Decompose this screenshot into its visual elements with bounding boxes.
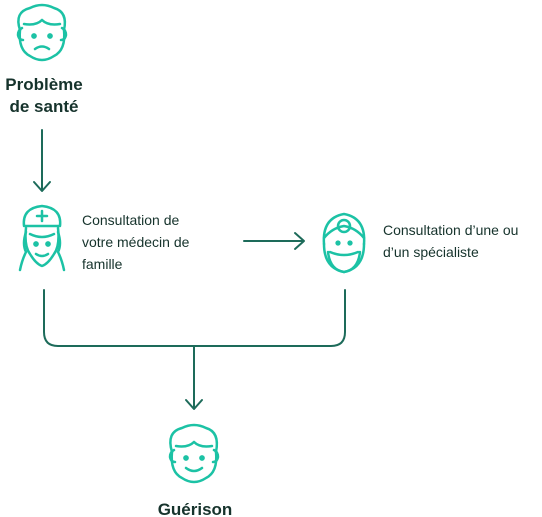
node-label-healing: Guérison	[130, 499, 260, 517]
sad-face-icon	[16, 3, 68, 62]
node-label-family-doctor: Consultation de votre médecin de famille	[82, 209, 232, 275]
node-label-line: famille	[82, 256, 123, 272]
doctor-head-mirror-icon	[322, 212, 366, 274]
node-label-line: Problème	[5, 75, 83, 94]
arrow-merge-to-healing	[185, 345, 203, 410]
connector-merge	[43, 289, 346, 347]
node-label-line: d’un spécialiste	[383, 244, 479, 260]
nurse-icon	[18, 204, 66, 272]
node-label-line: de santé	[9, 97, 79, 116]
node-label-line: Consultation d’une ou	[383, 222, 519, 238]
node-label-specialist: Consultation d’une ou d’un spécialiste	[383, 219, 542, 263]
happy-face-icon	[168, 423, 220, 484]
node-label-line: Guérison	[157, 500, 233, 517]
node-label-health-problem: Problème de santé	[0, 74, 88, 118]
arrow-gp-to-specialist	[243, 232, 305, 250]
node-label-line: Consultation de	[82, 212, 180, 228]
node-label-line: votre médecin de	[82, 234, 190, 250]
arrow-problem-to-gp	[33, 129, 51, 192]
